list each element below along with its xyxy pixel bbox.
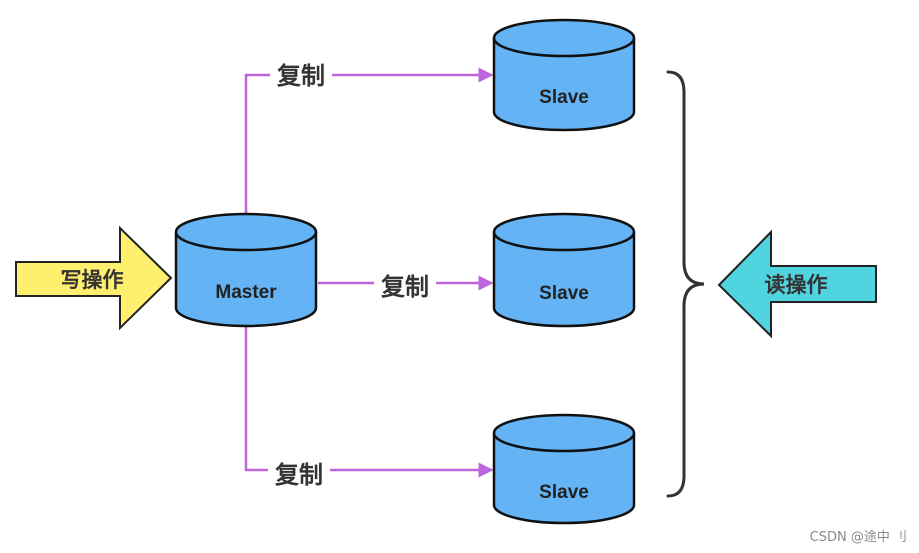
write-operation-arrow: 写操作 [15, 225, 173, 331]
slave-database-middle: Slave [492, 212, 636, 328]
slave-database-bottom-label: Slave [539, 482, 589, 503]
slave-group-brace [666, 70, 705, 498]
read-operation-arrow: 读操作 [717, 229, 877, 339]
connector-to-slave-top [244, 67, 494, 215]
slave-database-middle-label: Slave [539, 283, 589, 304]
master-database-label: Master [215, 282, 277, 303]
read-operation-label: 读操作 [765, 273, 828, 297]
edge-label-top: 复制 [276, 62, 325, 90]
slave-database-top: Slave [492, 18, 636, 132]
slave-database-top-label: Slave [539, 87, 589, 108]
slave-database-bottom: Slave [492, 413, 636, 525]
watermark-text: CSDN @途中 刂 [809, 530, 907, 545]
connector-to-slave-bottom [244, 327, 494, 478]
edge-label-bottom: 复制 [274, 461, 323, 489]
master-database: Master [174, 212, 318, 328]
write-operation-label: 写操作 [61, 268, 124, 292]
edge-label-middle: 复制 [380, 273, 429, 301]
